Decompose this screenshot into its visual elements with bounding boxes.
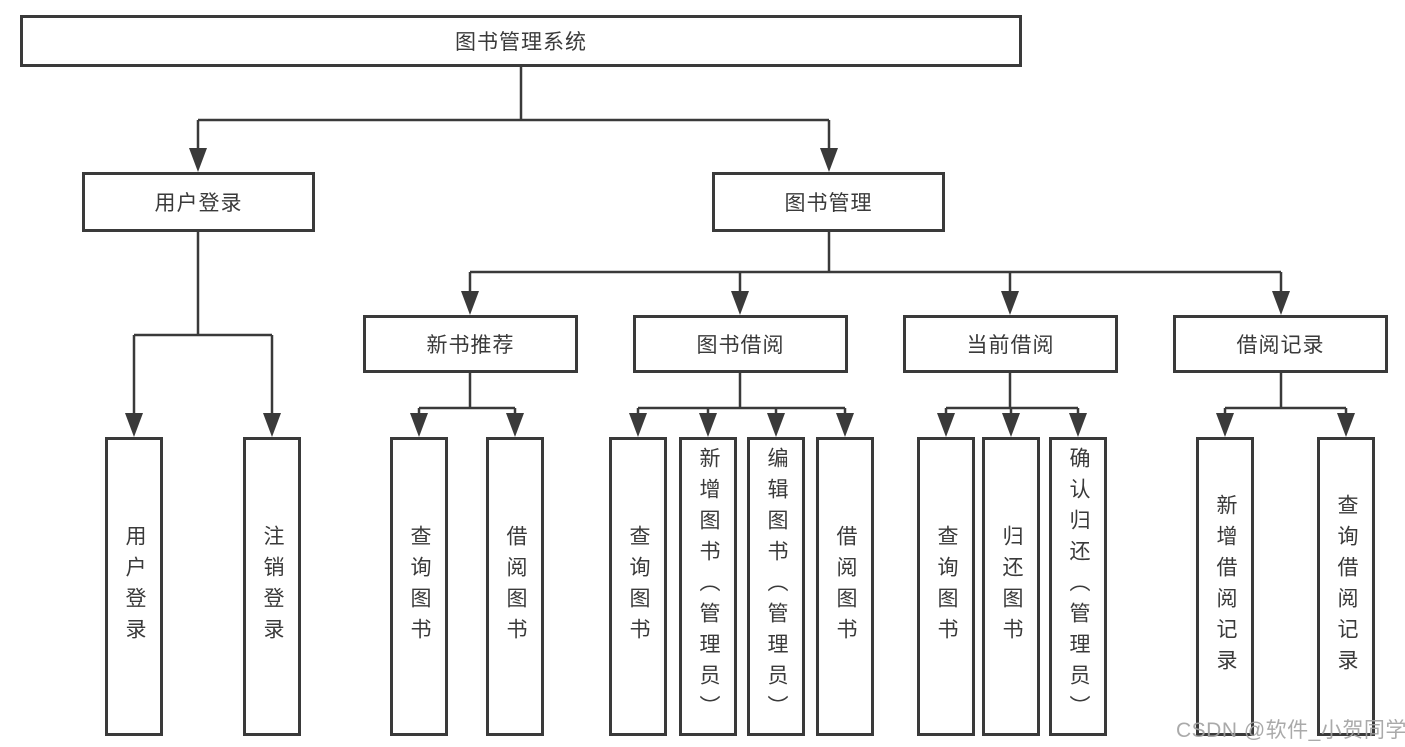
- leaf-logout-login: 注销登录: [243, 437, 301, 736]
- node-new-book-recommend: 新书推荐: [363, 315, 578, 373]
- arrow-down-icon: [937, 413, 955, 437]
- node-label: 新增借阅记录: [1214, 493, 1237, 680]
- arrow-down-icon: [1337, 413, 1355, 437]
- arrow-down-icon: [767, 413, 785, 437]
- leaf-borrow-books: 借阅图书: [816, 437, 874, 736]
- connector-new-book-recommend-to-leaves: [410, 373, 524, 437]
- node-current-borrow: 当前借阅: [903, 315, 1118, 373]
- connector-borrow-records-to-leaves: [1216, 373, 1355, 437]
- arrow-down-icon: [410, 413, 428, 437]
- node-label: 查询图书: [627, 524, 650, 649]
- node-book-borrow: 图书借阅: [633, 315, 848, 373]
- arrow-down-icon: [731, 291, 749, 315]
- arrow-down-icon: [461, 291, 479, 315]
- node-label: 借阅记录: [1236, 334, 1325, 357]
- node-root-system: 图书管理系统: [20, 15, 1022, 67]
- node-label: 新书推荐: [426, 334, 515, 357]
- connector-book-borrow-to-leaves: [629, 373, 854, 437]
- arrow-down-icon: [629, 413, 647, 437]
- node-user-login: 用户登录: [82, 172, 315, 232]
- arrow-down-icon: [506, 413, 524, 437]
- leaf-add-borrow-record: 新增借阅记录: [1196, 437, 1254, 736]
- arrow-down-icon: [189, 148, 207, 172]
- arrow-down-icon: [820, 148, 838, 172]
- leaf-borrow-books-recommend: 借阅图书: [486, 437, 544, 736]
- connector-current-borrow-to-leaves: [937, 373, 1087, 437]
- arrow-down-icon: [1216, 413, 1234, 437]
- connector-user-login-to-leaves: [125, 232, 281, 437]
- node-label: 用户登录: [154, 192, 243, 215]
- arrow-down-icon: [1272, 291, 1290, 315]
- arrow-down-icon: [699, 413, 717, 437]
- csdn-watermark: CSDN @软件_小贺同学: [1176, 719, 1405, 742]
- leaf-query-books-current: 查询图书: [917, 437, 975, 736]
- node-label: 编辑图书（管理员）: [765, 447, 788, 726]
- leaf-add-books-admin: 新增图书（管理员）: [679, 437, 737, 736]
- node-book-management: 图书管理: [712, 172, 945, 232]
- node-label: 图书管理系统: [455, 31, 587, 54]
- arrow-down-icon: [1002, 413, 1020, 437]
- arrow-down-icon: [263, 413, 281, 437]
- node-label: 归还图书: [1000, 524, 1023, 649]
- node-label: 查询借阅记录: [1335, 493, 1358, 680]
- leaf-edit-books-admin: 编辑图书（管理员）: [747, 437, 805, 736]
- node-label: 借阅图书: [834, 524, 857, 649]
- arrow-down-icon: [1069, 413, 1087, 437]
- node-label: 新增图书（管理员）: [697, 447, 720, 726]
- leaf-user-login: 用户登录: [105, 437, 163, 736]
- leaf-query-books-recommend: 查询图书: [390, 437, 448, 736]
- connector-book-management-to-level3: [461, 232, 1290, 315]
- arrow-down-icon: [836, 413, 854, 437]
- node-label: 图书管理: [784, 192, 873, 215]
- node-label: 借阅图书: [504, 524, 527, 649]
- node-label: 查询图书: [408, 524, 431, 649]
- node-label: 查询图书: [935, 524, 958, 649]
- node-label: 注销登录: [261, 524, 284, 649]
- node-borrow-records: 借阅记录: [1173, 315, 1388, 373]
- node-label: 确认归还（管理员）: [1067, 447, 1090, 726]
- node-label: 用户登录: [123, 524, 146, 649]
- arrow-down-icon: [125, 413, 143, 437]
- leaf-return-books: 归还图书: [982, 437, 1040, 736]
- leaf-confirm-return-admin: 确认归还（管理员）: [1049, 437, 1107, 736]
- leaf-query-borrow-record: 查询借阅记录: [1317, 437, 1375, 736]
- node-label: 当前借阅: [966, 334, 1055, 357]
- arrow-down-icon: [1001, 291, 1019, 315]
- connector-root-to-level2: [189, 67, 838, 172]
- node-label: 图书借阅: [696, 334, 785, 357]
- leaf-query-books-borrow: 查询图书: [609, 437, 667, 736]
